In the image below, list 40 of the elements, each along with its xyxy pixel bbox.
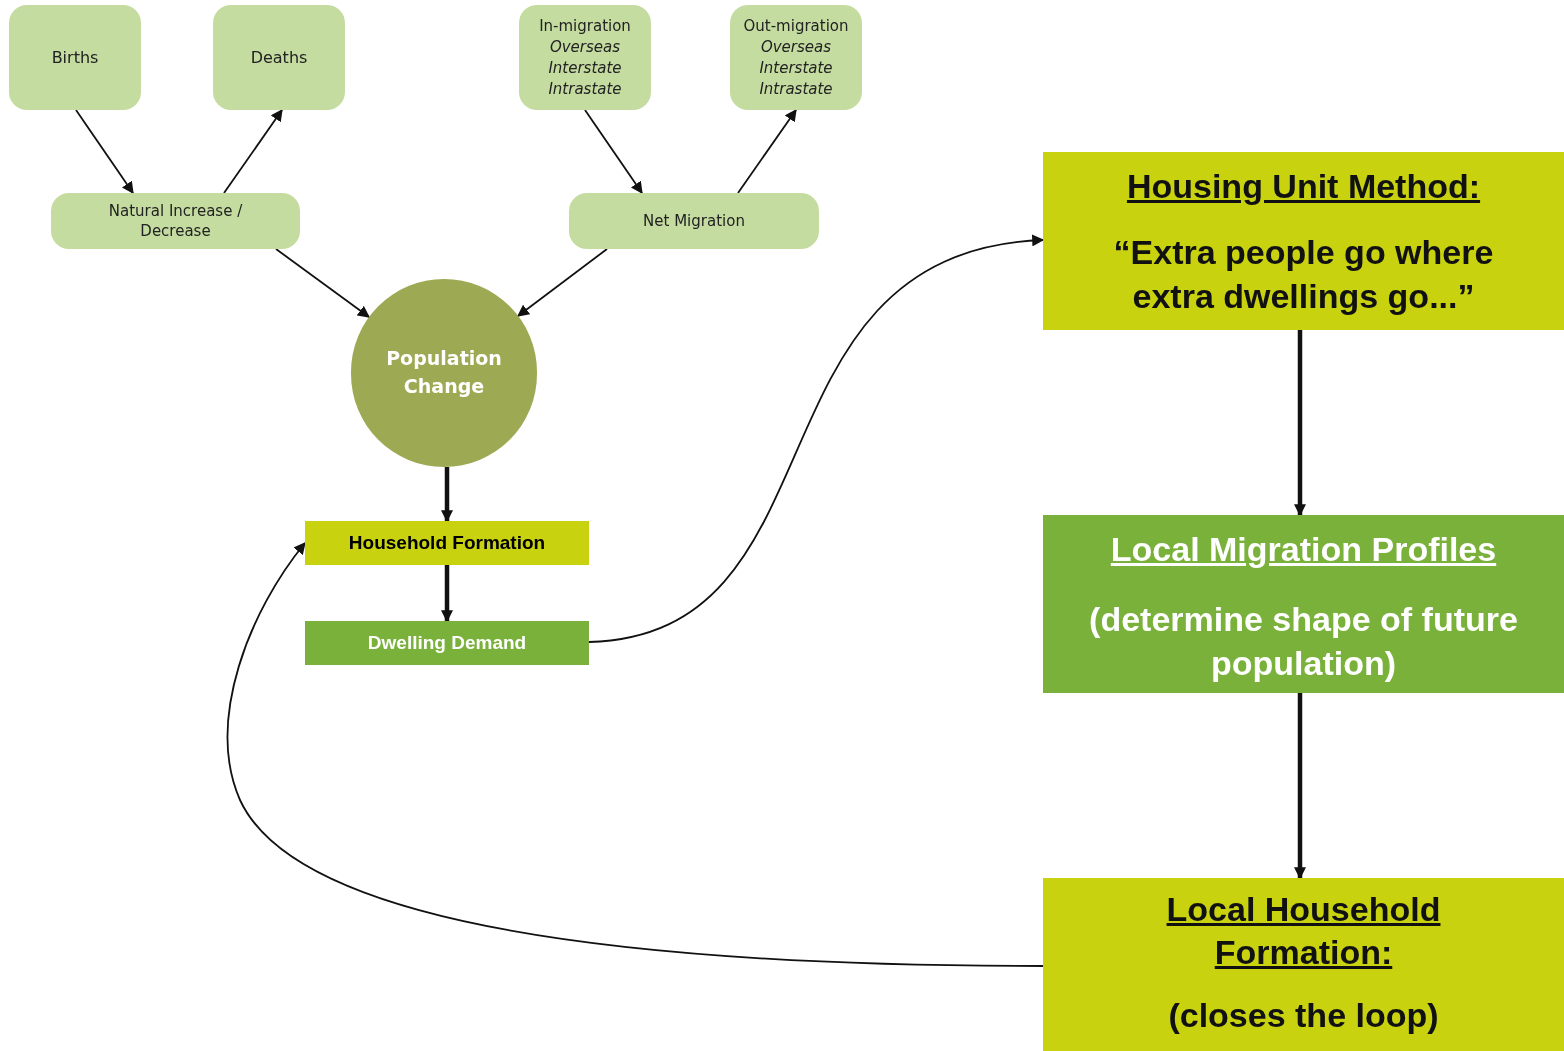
process-box [569,193,819,249]
process-box [1043,878,1564,1051]
box-list: Overseas Interstate Intrastate [759,36,833,100]
process-box [51,193,300,249]
process-box [730,5,862,110]
box-heading: Housing Unit Method: [1126,166,1481,207]
box-label: Household Formation [348,530,546,555]
arrow [1294,330,1306,517]
arrow [226,542,1044,967]
process-box [519,5,651,110]
box-heading: Out-migration [743,15,849,37]
process-box [305,621,589,665]
process-box [1043,515,1564,693]
box-label: Dwelling Demand [367,630,527,655]
box-label: Births [51,46,99,69]
box-list: Overseas Interstate Intrastate [548,36,622,100]
arrow [517,248,608,317]
process-box [305,521,589,565]
box-label: Natural Increase / Decrease [107,200,244,242]
arrow [588,235,1045,643]
arrow [75,109,134,194]
arrow [1294,693,1306,880]
circle-label: Population Change [385,346,503,399]
box-label: Net Migration [643,210,745,232]
process-box [213,5,345,110]
process-box [1043,152,1564,330]
box-body: (closes the loop) [1168,995,1439,1036]
box-quote: “Extra people go where extra dwellings go...” [1112,232,1495,318]
arrow [223,109,283,194]
arrow [275,248,370,318]
process-box [9,5,141,110]
box-heading: Local Migration Profiles [1110,529,1497,570]
box-heading: Local Household Formation: [1165,889,1442,973]
arrow [441,467,453,523]
arrow [441,565,453,623]
box-body: (determine shape of future population) [1088,599,1519,685]
box-label: Deaths [250,46,308,69]
box-heading: In-migration [539,15,631,37]
arrow [584,109,643,194]
arrow [737,109,797,194]
